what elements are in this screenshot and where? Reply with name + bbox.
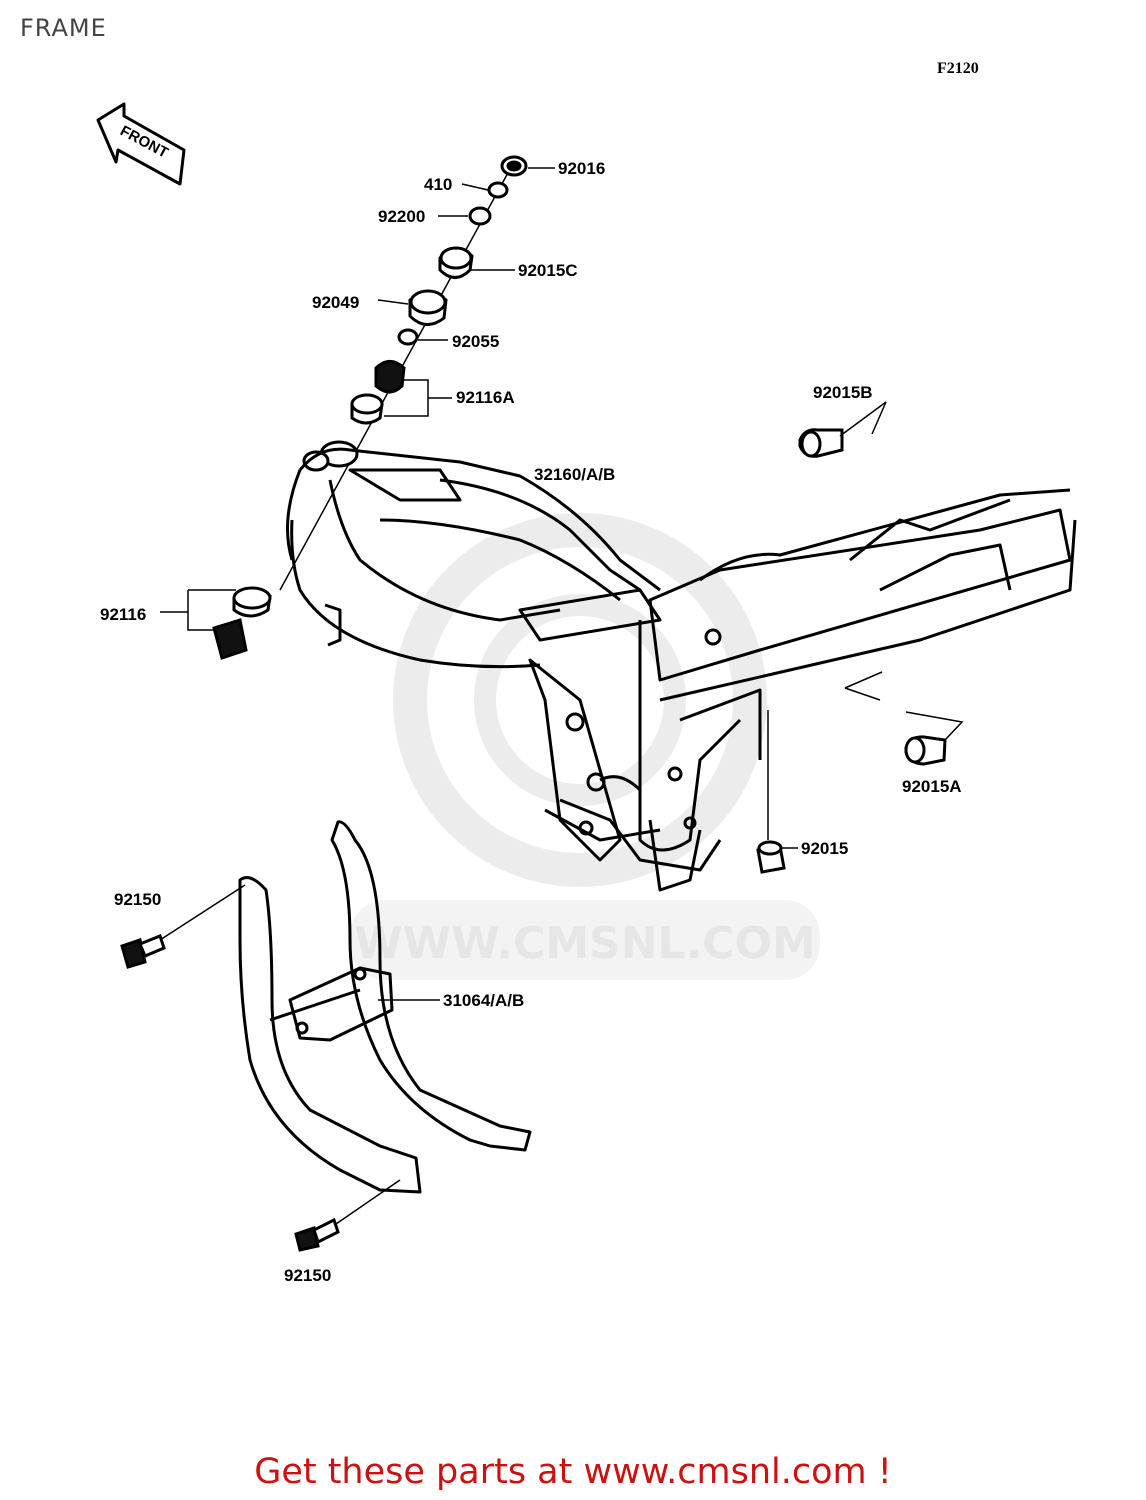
main-frame bbox=[286, 447, 1077, 892]
lower-frame-tubes bbox=[238, 820, 532, 1194]
callout-labels: 92016 410 92200 92015C 92049 92055 92116… bbox=[100, 159, 962, 1285]
footer-link[interactable]: Get these parts at www.cmsnl.com ! bbox=[254, 1452, 892, 1492]
callout-92015: 92015 bbox=[801, 839, 848, 858]
front-arrow-icon: FRONT bbox=[96, 102, 186, 186]
callout-31064: 31064/A/B bbox=[443, 991, 524, 1010]
callout-92015a: 92015A bbox=[902, 777, 962, 796]
leader-lines bbox=[160, 167, 964, 1001]
callout-92150-top: 92150 bbox=[114, 890, 161, 909]
callout-32160: 32160/A/B bbox=[534, 465, 615, 484]
rubber-bushings bbox=[756, 428, 947, 874]
cms-watermark: WWW.CMSNL.COM bbox=[350, 513, 820, 980]
callout-410: 410 bbox=[424, 175, 452, 194]
callout-92055: 92055 bbox=[452, 332, 499, 351]
bolts bbox=[120, 884, 401, 1252]
callout-92150-bottom: 92150 bbox=[284, 1266, 331, 1285]
watermark-text: WWW.CMSNL.COM bbox=[354, 918, 816, 969]
callout-92015c: 92015C bbox=[518, 261, 578, 280]
callout-92016: 92016 bbox=[558, 159, 605, 178]
page-title: FRAME bbox=[20, 14, 107, 42]
callout-92049: 92049 bbox=[312, 293, 359, 312]
callout-92116a: 92116A bbox=[456, 388, 515, 407]
callout-92116: 92116 bbox=[100, 605, 146, 624]
callout-92015b: 92015B bbox=[813, 383, 873, 402]
steering-stem-parts bbox=[212, 155, 528, 660]
diagram-code: F2120 bbox=[937, 60, 979, 77]
callout-92200: 92200 bbox=[378, 207, 425, 226]
